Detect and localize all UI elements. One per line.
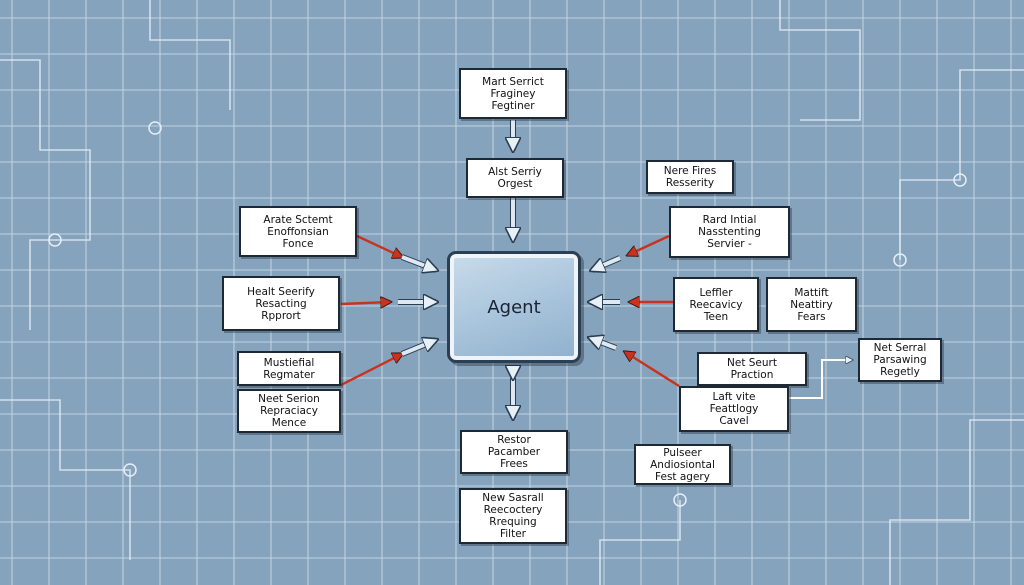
circuit-trace xyxy=(779,0,861,121)
node-label-line: Enoffonsian xyxy=(267,225,329,238)
node-label-line: Reecoctery xyxy=(483,504,543,516)
node-label-line: Servier - xyxy=(707,238,752,250)
node-label-line: Nere Fires xyxy=(663,165,717,177)
node-label-line: Cavel xyxy=(719,415,749,427)
circuit-node xyxy=(148,121,162,135)
node-label-line: Teen xyxy=(703,310,729,323)
node-label-line: Fonce xyxy=(282,237,314,250)
node-label-line: Leffler xyxy=(699,286,733,299)
connector-elbow xyxy=(789,360,852,399)
circuit-trace xyxy=(599,500,681,585)
node-label-line: Net Seurt xyxy=(727,357,777,369)
connector-arrow-light xyxy=(401,340,436,356)
node-label-line: Frees xyxy=(500,458,528,470)
node-label-line: New Sasrall xyxy=(482,492,544,504)
circuit-trace xyxy=(0,59,91,330)
node-label-line: Mence xyxy=(271,417,307,429)
node-label-line: Repraciacy xyxy=(260,405,318,417)
connector-arrow-light xyxy=(592,256,621,270)
agent-label: Agent xyxy=(487,296,541,318)
node-label-line: Praction xyxy=(730,369,774,381)
circuit-node xyxy=(953,173,967,187)
node-label-line: Feattlogy xyxy=(709,403,759,415)
circuit-trace xyxy=(149,0,231,110)
circuit-node xyxy=(673,493,687,507)
connector-arrow-light xyxy=(590,338,617,348)
node-label-line: Rrequing xyxy=(489,516,537,528)
node-label-line: Neattiry xyxy=(790,298,833,311)
node-label-line: Mattift xyxy=(794,286,829,299)
node-label-line: Resserity xyxy=(665,177,715,189)
node-label-line: Fraginey xyxy=(490,87,536,100)
node-label-line: Reecavicy xyxy=(689,298,743,311)
node-label-line: Fegtiner xyxy=(491,99,535,112)
node-label-line: Pulseer xyxy=(663,446,702,459)
node-label-line: Andiosiontal xyxy=(650,458,715,471)
circuit-trace xyxy=(0,399,131,560)
node-label-line: Arate Sctemt xyxy=(263,213,333,226)
node-label-line: Filter xyxy=(499,528,526,540)
node-label-line: Net Serral xyxy=(873,342,927,354)
node-label-line: Orgest xyxy=(497,178,533,190)
connector-arrow-red xyxy=(628,234,670,255)
node-label-line: Laft vite xyxy=(712,391,756,403)
node-label-line: Rpprort xyxy=(261,309,301,322)
circuit-node xyxy=(123,463,137,477)
node-label-line: Mart Serrict xyxy=(482,75,544,88)
node-label-line: Pacamber xyxy=(487,446,541,458)
agent-node[interactable]: Agent xyxy=(447,251,581,363)
circuit-node xyxy=(893,253,907,267)
circuit-trace xyxy=(889,419,1024,585)
node-label-line: Parsawing xyxy=(873,354,927,366)
connector-arrow-red xyxy=(625,352,680,388)
connector-arrow-red xyxy=(356,234,402,257)
connector-arrow-red xyxy=(340,354,402,387)
circuit-trace xyxy=(899,69,1024,260)
node-label-line: Regmater xyxy=(263,368,315,381)
node-label-line: Resacting xyxy=(255,297,307,310)
node-label-line: Mustiefial xyxy=(263,356,315,369)
node-label-line: Neet Serion xyxy=(258,393,320,405)
node-label-line: Restor xyxy=(497,434,531,446)
node-label-line: Rard Intial xyxy=(702,214,757,226)
node-label-line: Regetly xyxy=(880,366,920,378)
node-label-line: Alst Serriy xyxy=(488,166,542,178)
circuit-node xyxy=(48,233,62,247)
node-label-line: Healt Seerify xyxy=(247,285,315,298)
connector-arrow-light xyxy=(401,255,436,270)
node-label-line: Nasstenting xyxy=(698,226,761,238)
node-label-line: Fest agery xyxy=(655,470,710,483)
connector-arrow-red xyxy=(340,302,390,304)
node-label-line: Fears xyxy=(797,310,826,323)
